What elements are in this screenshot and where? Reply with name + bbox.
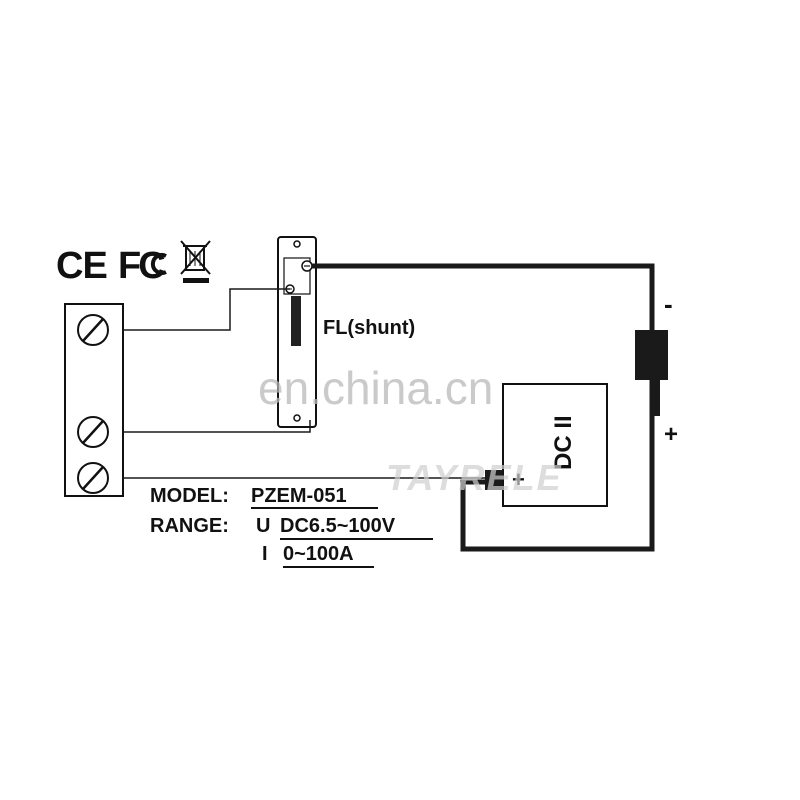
fcc-mark: FC (118, 245, 165, 287)
range-label: RANGE: (150, 515, 229, 537)
voltage-symbol: U (256, 515, 270, 537)
battery-plus-label: + (664, 421, 678, 448)
shunt-return-wire (123, 420, 311, 433)
battery-minus-label: - (664, 289, 673, 319)
model-value: PZEM-051 (251, 485, 347, 507)
terminal-screw-3 (77, 462, 109, 494)
shunt-mount-hole-bottom (293, 414, 301, 422)
model-label: MODEL: (150, 485, 229, 507)
brand-watermark: TAYRELE (386, 457, 563, 498)
current-symbol: I (262, 543, 268, 565)
positive-main-wire (460, 380, 655, 552)
watermarks: en.china.cn TAYRELE (258, 362, 563, 498)
wires (123, 263, 655, 552)
dc-load: DC II + (485, 383, 608, 507)
battery: - + (635, 289, 678, 448)
weee-bin-icon (180, 240, 211, 283)
negative-main-wire (312, 263, 655, 330)
terminal-block (64, 303, 124, 497)
dc-load-plus-label: + (512, 467, 525, 492)
voltage-value: DC6.5~100V (280, 515, 396, 537)
terminal-screw-2 (77, 416, 109, 448)
sense-wire (123, 288, 290, 331)
current-value: 0~100A (283, 543, 354, 565)
shunt-element-bar (291, 296, 301, 346)
shunt-mount-hole-top (293, 240, 301, 248)
dc-load-box (502, 383, 608, 507)
shunt-label: FL(shunt) (323, 317, 415, 339)
site-watermark: en.china.cn (258, 362, 493, 414)
terminal-screw-1 (77, 314, 109, 346)
certification-marks: CE FC (56, 240, 211, 287)
ce-mark: CE (56, 245, 107, 287)
battery-terminal-block (635, 330, 668, 380)
fcc-inner-c-icon (150, 253, 167, 275)
dc-load-label: DC II (550, 415, 577, 470)
specifications: MODEL: PZEM-051 RANGE: U DC6.5~100V I 0~… (150, 485, 433, 568)
shunt: FL(shunt) (277, 236, 415, 428)
dc-load-terminal (485, 470, 503, 490)
shunt-terminal-area (283, 257, 311, 295)
